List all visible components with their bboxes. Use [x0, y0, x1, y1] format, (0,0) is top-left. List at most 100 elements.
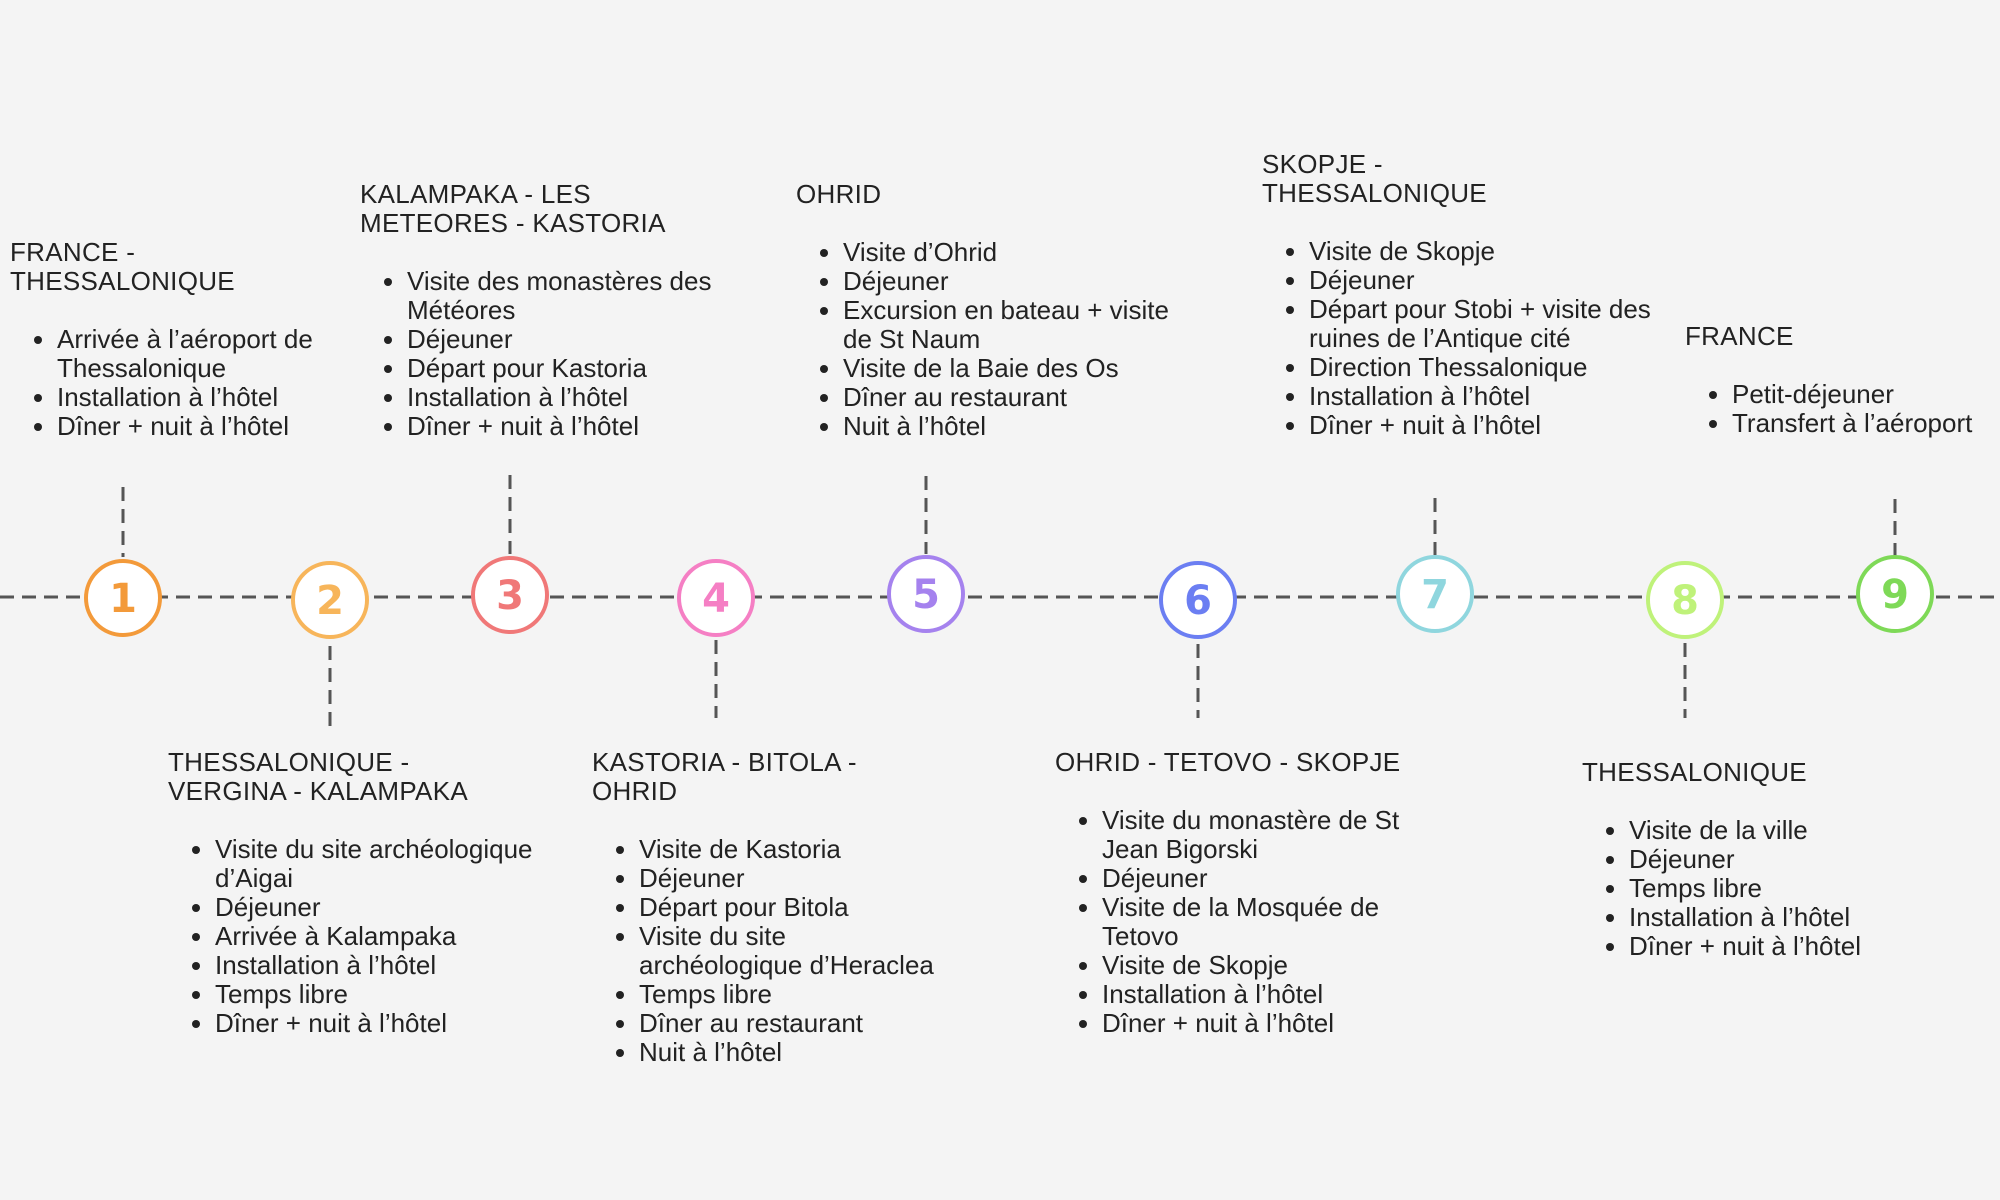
- activity-item: Installation à l’hôtel: [215, 951, 588, 980]
- day-title: THESSALONIQUE: [1582, 758, 1942, 787]
- activity-item: Dîner + nuit à l’hôtel: [1309, 411, 1682, 440]
- activity-item: Départ pour Bitola: [639, 893, 952, 922]
- day-marker-circle: [84, 559, 162, 637]
- activity-list: Visite d’OhridDéjeunerExcursion en batea…: [796, 238, 1196, 441]
- day-block: OHRID - TETOVO - SKOPJE Visite du monastè…: [1055, 748, 1455, 1038]
- activity-item: Visite de la Mosquée de Tetovo: [1102, 893, 1455, 951]
- activity-item: Visite du site archéologique d’Aigai: [215, 835, 588, 893]
- day-number: 3: [496, 573, 524, 619]
- activity-list: Visite du monastère de St Jean BigorskiD…: [1055, 806, 1455, 1038]
- activity-item: Transfert à l’aéroport: [1732, 409, 2000, 438]
- activity-item: Dîner + nuit à l’hôtel: [215, 1009, 588, 1038]
- activity-item: Nuit à l’hôtel: [843, 412, 1196, 441]
- activity-item: Dîner + nuit à l’hôtel: [1102, 1009, 1455, 1038]
- activity-list: Visite de KastoriaDéjeunerDépart pour Bi…: [592, 835, 952, 1067]
- day-marker-circle: [1646, 561, 1724, 639]
- day-title-line: KALAMPAKA - LES: [360, 179, 591, 209]
- day-title-line: OHRID: [796, 179, 882, 209]
- activity-item: Déjeuner: [407, 325, 770, 354]
- activity-item: Temps libre: [215, 980, 588, 1009]
- activity-item: Déjeuner: [215, 893, 588, 922]
- day-number: 8: [1671, 578, 1699, 624]
- day-title-line: METEORES - KASTORIA: [360, 208, 666, 238]
- activity-item: Visite de la Baie des Os: [843, 354, 1196, 383]
- day-title-line: SKOPJE -: [1262, 149, 1383, 179]
- activity-item: Visite de Skopje: [1102, 951, 1455, 980]
- activity-item: Dîner au restaurant: [639, 1009, 952, 1038]
- activity-item: Temps libre: [639, 980, 952, 1009]
- day-title: THESSALONIQUE -VERGINA - KALAMPAKA: [168, 748, 588, 806]
- activity-item: Petit-déjeuner: [1732, 380, 2000, 409]
- day-marker: 5: [887, 555, 965, 633]
- activity-item: Installation à l’hôtel: [1309, 382, 1682, 411]
- day-marker: 7: [1396, 555, 1474, 633]
- day-block: SKOPJE -THESSALONIQUE Visite de SkopjeDéj…: [1262, 150, 1682, 440]
- activity-list: Visite de SkopjeDéjeunerDépart pour Stob…: [1262, 237, 1682, 440]
- activity-item: Installation à l’hôtel: [1629, 903, 1942, 932]
- activity-item: Départ pour Stobi + visite des ruines de…: [1309, 295, 1682, 353]
- activity-item: Visite de Skopje: [1309, 237, 1682, 266]
- day-marker-circle: [677, 559, 755, 637]
- day-block: FRANCE Petit-déjeunerTransfert à l’aéropo…: [1685, 322, 2000, 438]
- activity-item: Dîner au restaurant: [843, 383, 1196, 412]
- day-title: OHRID - TETOVO - SKOPJE: [1055, 748, 1455, 777]
- day-title-line: OHRID: [592, 776, 678, 806]
- day-marker: 4: [677, 559, 755, 637]
- activity-item: Départ pour Kastoria: [407, 354, 770, 383]
- activity-item: Arrivée à Kalampaka: [215, 922, 588, 951]
- day-number: 5: [912, 572, 940, 618]
- day-number: 4: [702, 576, 730, 622]
- day-marker: 9: [1856, 555, 1934, 633]
- activity-item: Visite du site archéologique d’Heraclea: [639, 922, 952, 980]
- activity-item: Visite de la ville: [1629, 816, 1942, 845]
- day-marker-circle: [471, 556, 549, 634]
- activity-item: Déjeuner: [1309, 266, 1682, 295]
- activity-item: Visite du monastère de St Jean Bigorski: [1102, 806, 1455, 864]
- day-title-line: KASTORIA - BITOLA -: [592, 747, 857, 777]
- day-title-line: THESSALONIQUE -: [168, 747, 410, 777]
- activity-item: Déjeuner: [843, 267, 1196, 296]
- day-title-line: FRANCE: [1685, 321, 1794, 351]
- day-title-line: THESSALONIQUE: [1262, 178, 1487, 208]
- day-marker: 8: [1646, 561, 1724, 639]
- day-number: 9: [1881, 572, 1909, 618]
- day-marker: 1: [84, 559, 162, 637]
- activity-list: Petit-déjeunerTransfert à l’aéroport: [1685, 380, 2000, 438]
- activity-item: Dîner + nuit à l’hôtel: [1629, 932, 1942, 961]
- day-marker-circle: [1856, 555, 1934, 633]
- activity-item: Installation à l’hôtel: [57, 383, 350, 412]
- day-title: SKOPJE -THESSALONIQUE: [1262, 150, 1682, 208]
- activity-list: Visite de la villeDéjeunerTemps libreIns…: [1582, 816, 1942, 961]
- activity-item: Arrivée à l’aéroport de Thessalonique: [57, 325, 350, 383]
- day-title-line: THESSALONIQUE: [10, 266, 235, 296]
- day-title: FRANCE -THESSALONIQUE: [10, 238, 350, 296]
- activity-item: Excursion en bateau + visite de St Naum: [843, 296, 1196, 354]
- activity-item: Direction Thessalonique: [1309, 353, 1682, 382]
- day-marker-circle: [291, 561, 369, 639]
- activity-item: Installation à l’hôtel: [1102, 980, 1455, 1009]
- day-block: FRANCE -THESSALONIQUE Arrivée à l’aéropor…: [10, 238, 350, 441]
- activity-item: Visite de Kastoria: [639, 835, 952, 864]
- day-marker: 6: [1159, 561, 1237, 639]
- day-marker-circle: [1159, 561, 1237, 639]
- day-title: OHRID: [796, 180, 1196, 209]
- day-number: 2: [316, 578, 344, 624]
- day-title: KASTORIA - BITOLA -OHRID: [592, 748, 952, 806]
- day-marker: 2: [291, 561, 369, 639]
- day-title-line: OHRID - TETOVO - SKOPJE: [1055, 747, 1401, 777]
- day-block: OHRID Visite d’OhridDéjeunerExcursion en …: [796, 180, 1196, 441]
- day-block: THESSALONIQUE Visite de la villeDéjeunerT…: [1582, 758, 1942, 961]
- activity-item: Déjeuner: [1102, 864, 1455, 893]
- activity-item: Temps libre: [1629, 874, 1942, 903]
- activity-item: Visite d’Ohrid: [843, 238, 1196, 267]
- activity-list: Arrivée à l’aéroport de ThessaloniqueIns…: [10, 325, 350, 441]
- activity-list: Visite des monastères des MétéoresDéjeun…: [360, 267, 770, 441]
- day-title: FRANCE: [1685, 322, 2000, 351]
- day-number: 6: [1184, 578, 1212, 624]
- day-title-line: FRANCE -: [10, 237, 136, 267]
- activity-item: Dîner + nuit à l’hôtel: [407, 412, 770, 441]
